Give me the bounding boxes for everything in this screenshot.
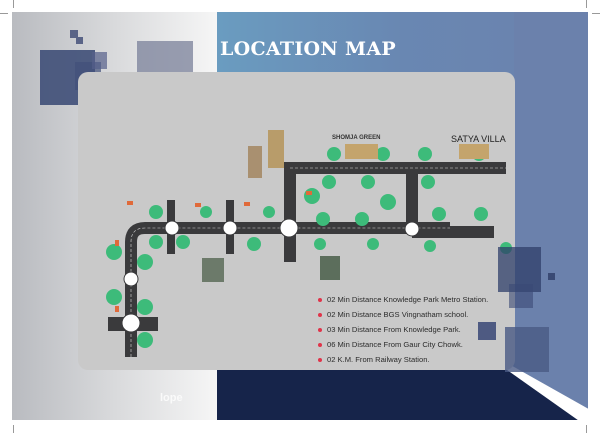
building-image <box>268 130 284 168</box>
bullet-icon <box>318 298 322 302</box>
decor-square <box>92 52 107 69</box>
project-label-shomja-green: SHOMJA GREEN <box>332 135 381 141</box>
crop-mark <box>13 425 14 433</box>
decor-square <box>76 37 83 44</box>
satya-villa-image <box>459 144 489 159</box>
crop-mark <box>586 0 587 8</box>
highlight-item: 02 Min Distance BGS Vingnatham school. <box>318 310 468 319</box>
bullet-icon <box>318 328 322 332</box>
decor-square <box>505 327 549 372</box>
building-image <box>248 146 262 178</box>
highlight-item: 02 K.M. From Railway Station. <box>318 355 430 364</box>
watermark-text: lope <box>160 392 183 404</box>
bullet-icon <box>318 343 322 347</box>
crop-mark <box>592 13 600 14</box>
crop-mark <box>0 13 8 14</box>
shomja-green-image <box>345 144 378 159</box>
building-images <box>202 130 489 282</box>
roundabouts <box>121 218 420 333</box>
page-title: LOCATION MAP <box>220 38 396 60</box>
crop-mark <box>586 425 587 433</box>
landmark-image <box>320 256 340 280</box>
decor-square <box>509 284 533 308</box>
bullet-icon <box>318 358 322 362</box>
project-label-satya-villa: SATYA VILLA <box>451 134 506 144</box>
bus-icons <box>115 191 312 312</box>
map-roads <box>106 130 512 357</box>
crop-mark <box>13 0 14 8</box>
bullet-icon <box>318 313 322 317</box>
highlight-item: 02 Min Distance Knowledge Park Metro Sta… <box>318 295 488 304</box>
location-map: SHOMJA GREEN SATYA VILLA <box>78 72 515 370</box>
decor-square <box>478 322 496 340</box>
landmark-image <box>202 258 224 282</box>
decor-square <box>548 273 555 280</box>
highlight-item: 03 Min Distance From Knowledge Park. <box>318 325 461 334</box>
decor-square <box>70 30 78 38</box>
highlight-item: 06 Min Distance From Gaur City Chowk. <box>318 340 463 349</box>
